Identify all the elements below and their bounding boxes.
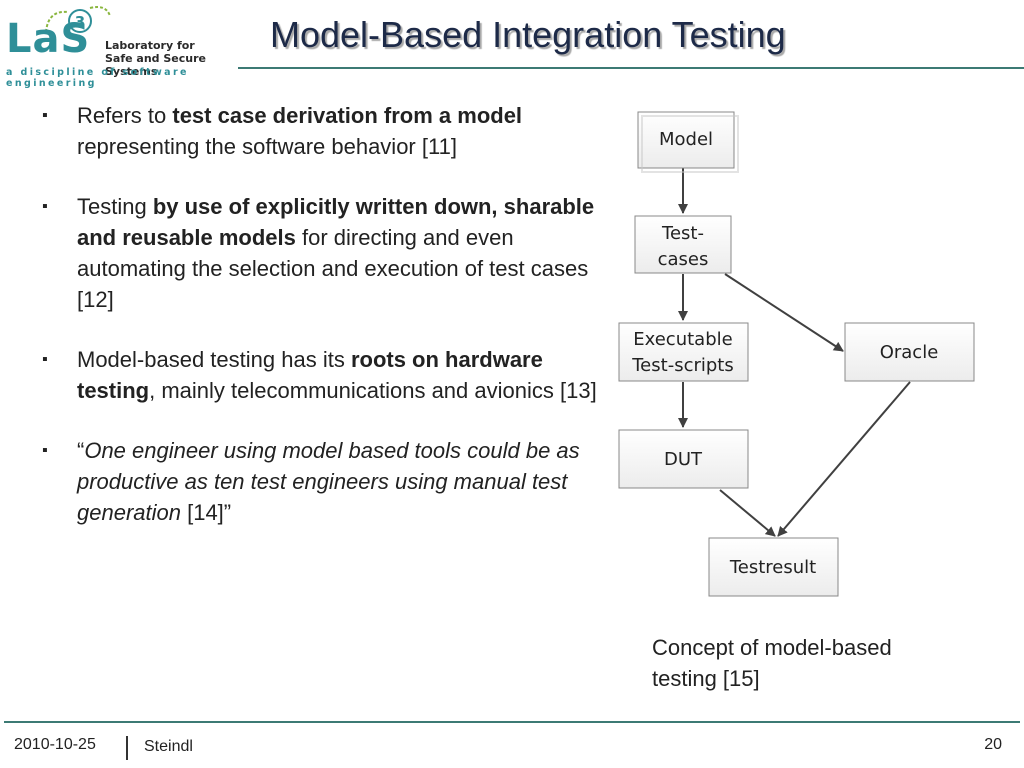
node-dut: DUT bbox=[618, 429, 749, 489]
node-scripts-line1: Executable bbox=[633, 329, 732, 350]
bullet-seg: [14]” bbox=[180, 500, 232, 525]
bullet-item: ▪ Testing by use of explicitly written d… bbox=[40, 191, 600, 315]
node-testresult-label: Testresult bbox=[729, 557, 816, 578]
bullet-square-icon: ▪ bbox=[42, 107, 48, 124]
diagram-caption: Concept of model-based testing [15] bbox=[652, 635, 892, 691]
bullet-text: Testing by use of explicitly written dow… bbox=[77, 194, 594, 312]
bullet-square-icon: ▪ bbox=[42, 198, 48, 215]
slide-title: Model-Based Integration Testing bbox=[270, 14, 786, 55]
bullet-seg: One engineer using model based tools cou… bbox=[77, 438, 580, 525]
node-dut-label: DUT bbox=[664, 449, 703, 470]
bullet-square-icon: ▪ bbox=[42, 351, 48, 368]
footer-separator bbox=[126, 736, 128, 760]
header-rule bbox=[238, 67, 1024, 69]
node-scripts: Executable Test-scripts bbox=[618, 322, 749, 382]
bullet-list: ▪ Refers to test case derivation from a … bbox=[40, 100, 600, 557]
logo-swirl-icon: 3 bbox=[45, 6, 111, 33]
node-scripts-line2: Test-scripts bbox=[631, 355, 733, 376]
bullet-seg: Testing bbox=[77, 194, 153, 219]
node-model-label: Model bbox=[659, 129, 713, 150]
page-number: 20 bbox=[984, 736, 1002, 753]
node-testcases-line1: Test- bbox=[661, 223, 704, 244]
logo-lab-name: Laboratory for Safe and Secure Systems bbox=[105, 39, 254, 78]
bullet-item: ▪ Model-based testing has its roots on h… bbox=[40, 344, 600, 406]
arrow-testcases-to-oracle bbox=[724, 273, 844, 352]
logo-lab-line-1: Laboratory for bbox=[105, 39, 195, 52]
logo-lab-line-2: Safe and Secure Systems bbox=[105, 52, 206, 78]
node-testresult: Testresult bbox=[708, 537, 839, 597]
bullet-seg: Refers to bbox=[77, 103, 173, 128]
las3-logo: 3 LaS Laboratory for Safe and Secure Sys… bbox=[4, 2, 254, 89]
bullet-seg: “ bbox=[77, 438, 85, 463]
bullet-seg: roots on hardware testing bbox=[77, 347, 543, 403]
bullet-seg: for directing and even automating the se… bbox=[77, 225, 589, 312]
bullet-seg: representing the software behavior [11] bbox=[77, 134, 457, 159]
node-oracle: Oracle bbox=[844, 322, 975, 382]
bullet-item: ▪ “One engineer using model based tools … bbox=[40, 435, 600, 528]
bullet-item: ▪ Refers to test case derivation from a … bbox=[40, 100, 600, 162]
node-model: Model bbox=[637, 111, 739, 173]
logo-superscript: 3 bbox=[75, 13, 85, 31]
bullet-seg: , mainly telecommunications and avionics… bbox=[149, 378, 597, 403]
footer-date: 2010-10-25 bbox=[14, 736, 96, 753]
node-testcases: Test- cases bbox=[634, 215, 732, 274]
bullet-text: Refers to test case derivation from a mo… bbox=[77, 103, 522, 159]
bullet-seg: test case derivation from a model bbox=[172, 103, 523, 128]
bullet-seg: Model-based testing has its bbox=[77, 347, 351, 372]
logo-las-text: LaS bbox=[6, 16, 91, 62]
mbt-flow-diagram: Model Test- cases Executable Test-script… bbox=[618, 111, 975, 597]
arrow-oracle-to-testresult bbox=[777, 381, 911, 537]
bullet-text: Model-based testing has its roots on har… bbox=[77, 347, 597, 403]
bullet-square-icon: ▪ bbox=[42, 442, 48, 459]
bullet-seg: by use of explicitly written down, shara… bbox=[77, 194, 595, 250]
node-testcases-line2: cases bbox=[658, 249, 709, 270]
bullet-text: “One engineer using model based tools co… bbox=[77, 438, 580, 525]
arrow-dut-to-testresult bbox=[719, 489, 776, 537]
logo-tagline: a discipline of software engineering bbox=[6, 67, 189, 89]
node-oracle-label: Oracle bbox=[880, 342, 939, 363]
footer-rule bbox=[4, 721, 1020, 723]
footer-author: Steindl bbox=[144, 738, 193, 755]
